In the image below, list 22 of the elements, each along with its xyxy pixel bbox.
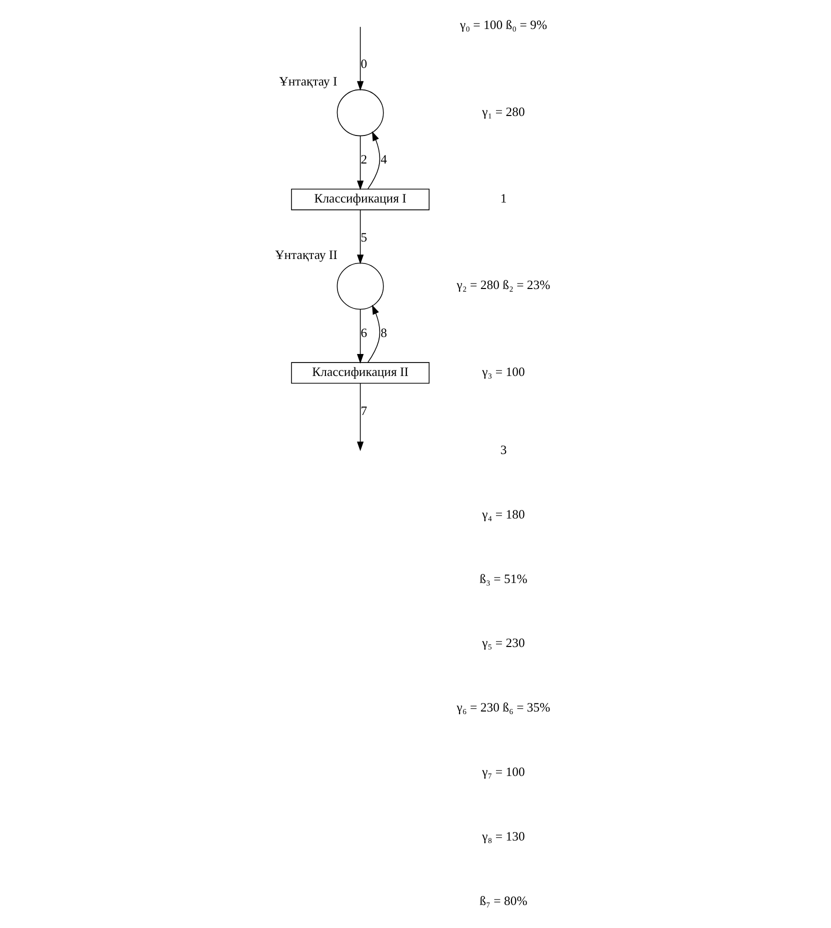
label: γ₀ = 100 ß₀ = 9% — [459, 18, 547, 32]
edge-label: 0 — [360, 57, 367, 72]
node-label: Ұнтақтау I — [278, 74, 337, 89]
edge-label: 4 — [380, 152, 386, 167]
edge-label: 8 — [380, 326, 386, 340]
label: ß₇ = 80% — [479, 894, 527, 908]
edge-label: 6 — [360, 326, 367, 340]
edge-label: 2 — [360, 152, 367, 167]
label: γ₂ = 280 ß₂ = 23% — [456, 278, 550, 292]
label: γ₈ = 130 — [482, 830, 524, 844]
label: γ₇ = 100 — [482, 765, 524, 780]
node-label: Ұнтақтау II — [274, 248, 337, 262]
label: γ₄ = 180 — [482, 507, 524, 522]
label: 1 — [500, 191, 506, 206]
label: γ₆ = 230 ß₆ = 35% — [456, 700, 550, 715]
label: γ₅ = 230 — [482, 636, 524, 650]
edge-label: 5 — [360, 230, 367, 244]
edge-label: 7 — [360, 404, 367, 418]
label: 3 — [500, 442, 506, 457]
label: γ₃ = 100 — [482, 364, 524, 379]
label: γ₁ = 280 — [482, 104, 524, 119]
label: ß₃ = 51% — [479, 572, 527, 586]
